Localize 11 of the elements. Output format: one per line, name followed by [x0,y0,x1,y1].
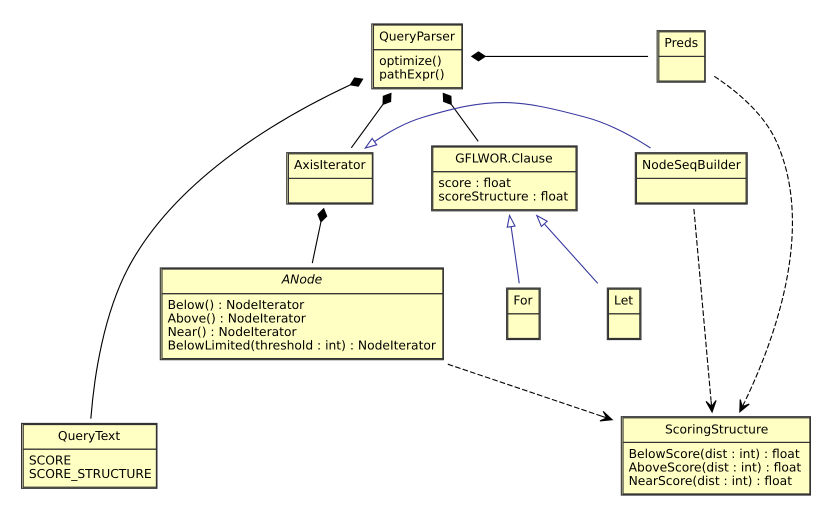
connector [350,92,392,148]
connector [90,77,364,419]
arrow [536,214,598,284]
arrow [364,102,651,150]
connector [470,51,648,62]
connector [442,92,479,142]
arrow [693,208,717,413]
connector [312,208,328,264]
arrow [714,76,793,412]
arrow [448,364,613,422]
arrow [506,214,520,284]
